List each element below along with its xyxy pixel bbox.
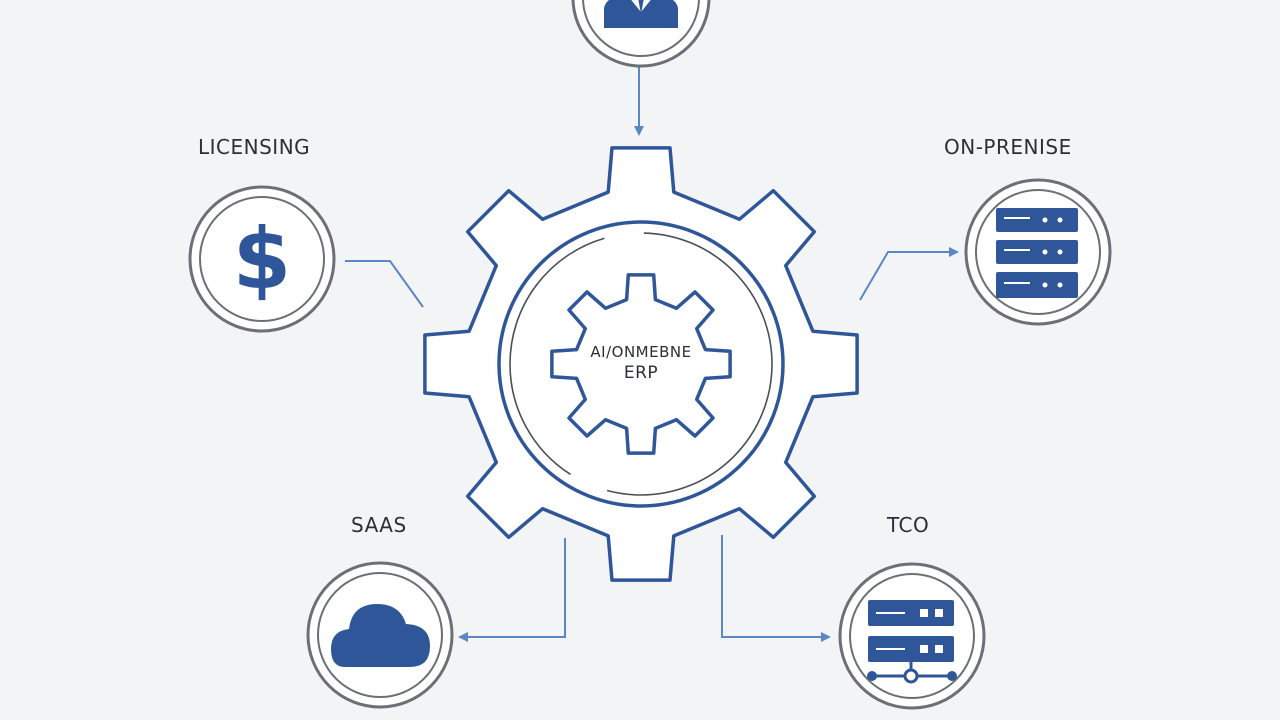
center-label-line2: ERP: [623, 363, 659, 383]
cloud-icon: [331, 604, 430, 667]
center-gear: [550, 273, 732, 455]
server-network-icon: [867, 600, 957, 684]
label-saas: SAAS: [351, 513, 407, 537]
arrow-saas: [458, 538, 566, 642]
node-on-premise: [964, 178, 1112, 326]
node-licensing: $: [188, 185, 336, 333]
label-tco: TCO: [887, 513, 930, 537]
center-label: AI/ONMEBNE ERP: [541, 343, 741, 383]
server-stack-icon: [996, 208, 1078, 298]
label-licensing: LICENSING: [198, 135, 311, 159]
label-on-premise: ON-PRENISE: [944, 135, 1072, 159]
arrow-tco: [721, 535, 831, 642]
node-top: [571, 0, 711, 68]
person-icon: [604, 0, 678, 28]
arrow-on-premise: [859, 247, 959, 301]
center-label-line1: AI/ONMEBNE: [590, 343, 692, 361]
node-saas: [306, 561, 454, 709]
connector-licensing: [345, 260, 424, 308]
dollar-sign-icon: $: [233, 210, 291, 308]
inner-thin-ring: [509, 232, 773, 496]
node-tco: [838, 562, 986, 710]
